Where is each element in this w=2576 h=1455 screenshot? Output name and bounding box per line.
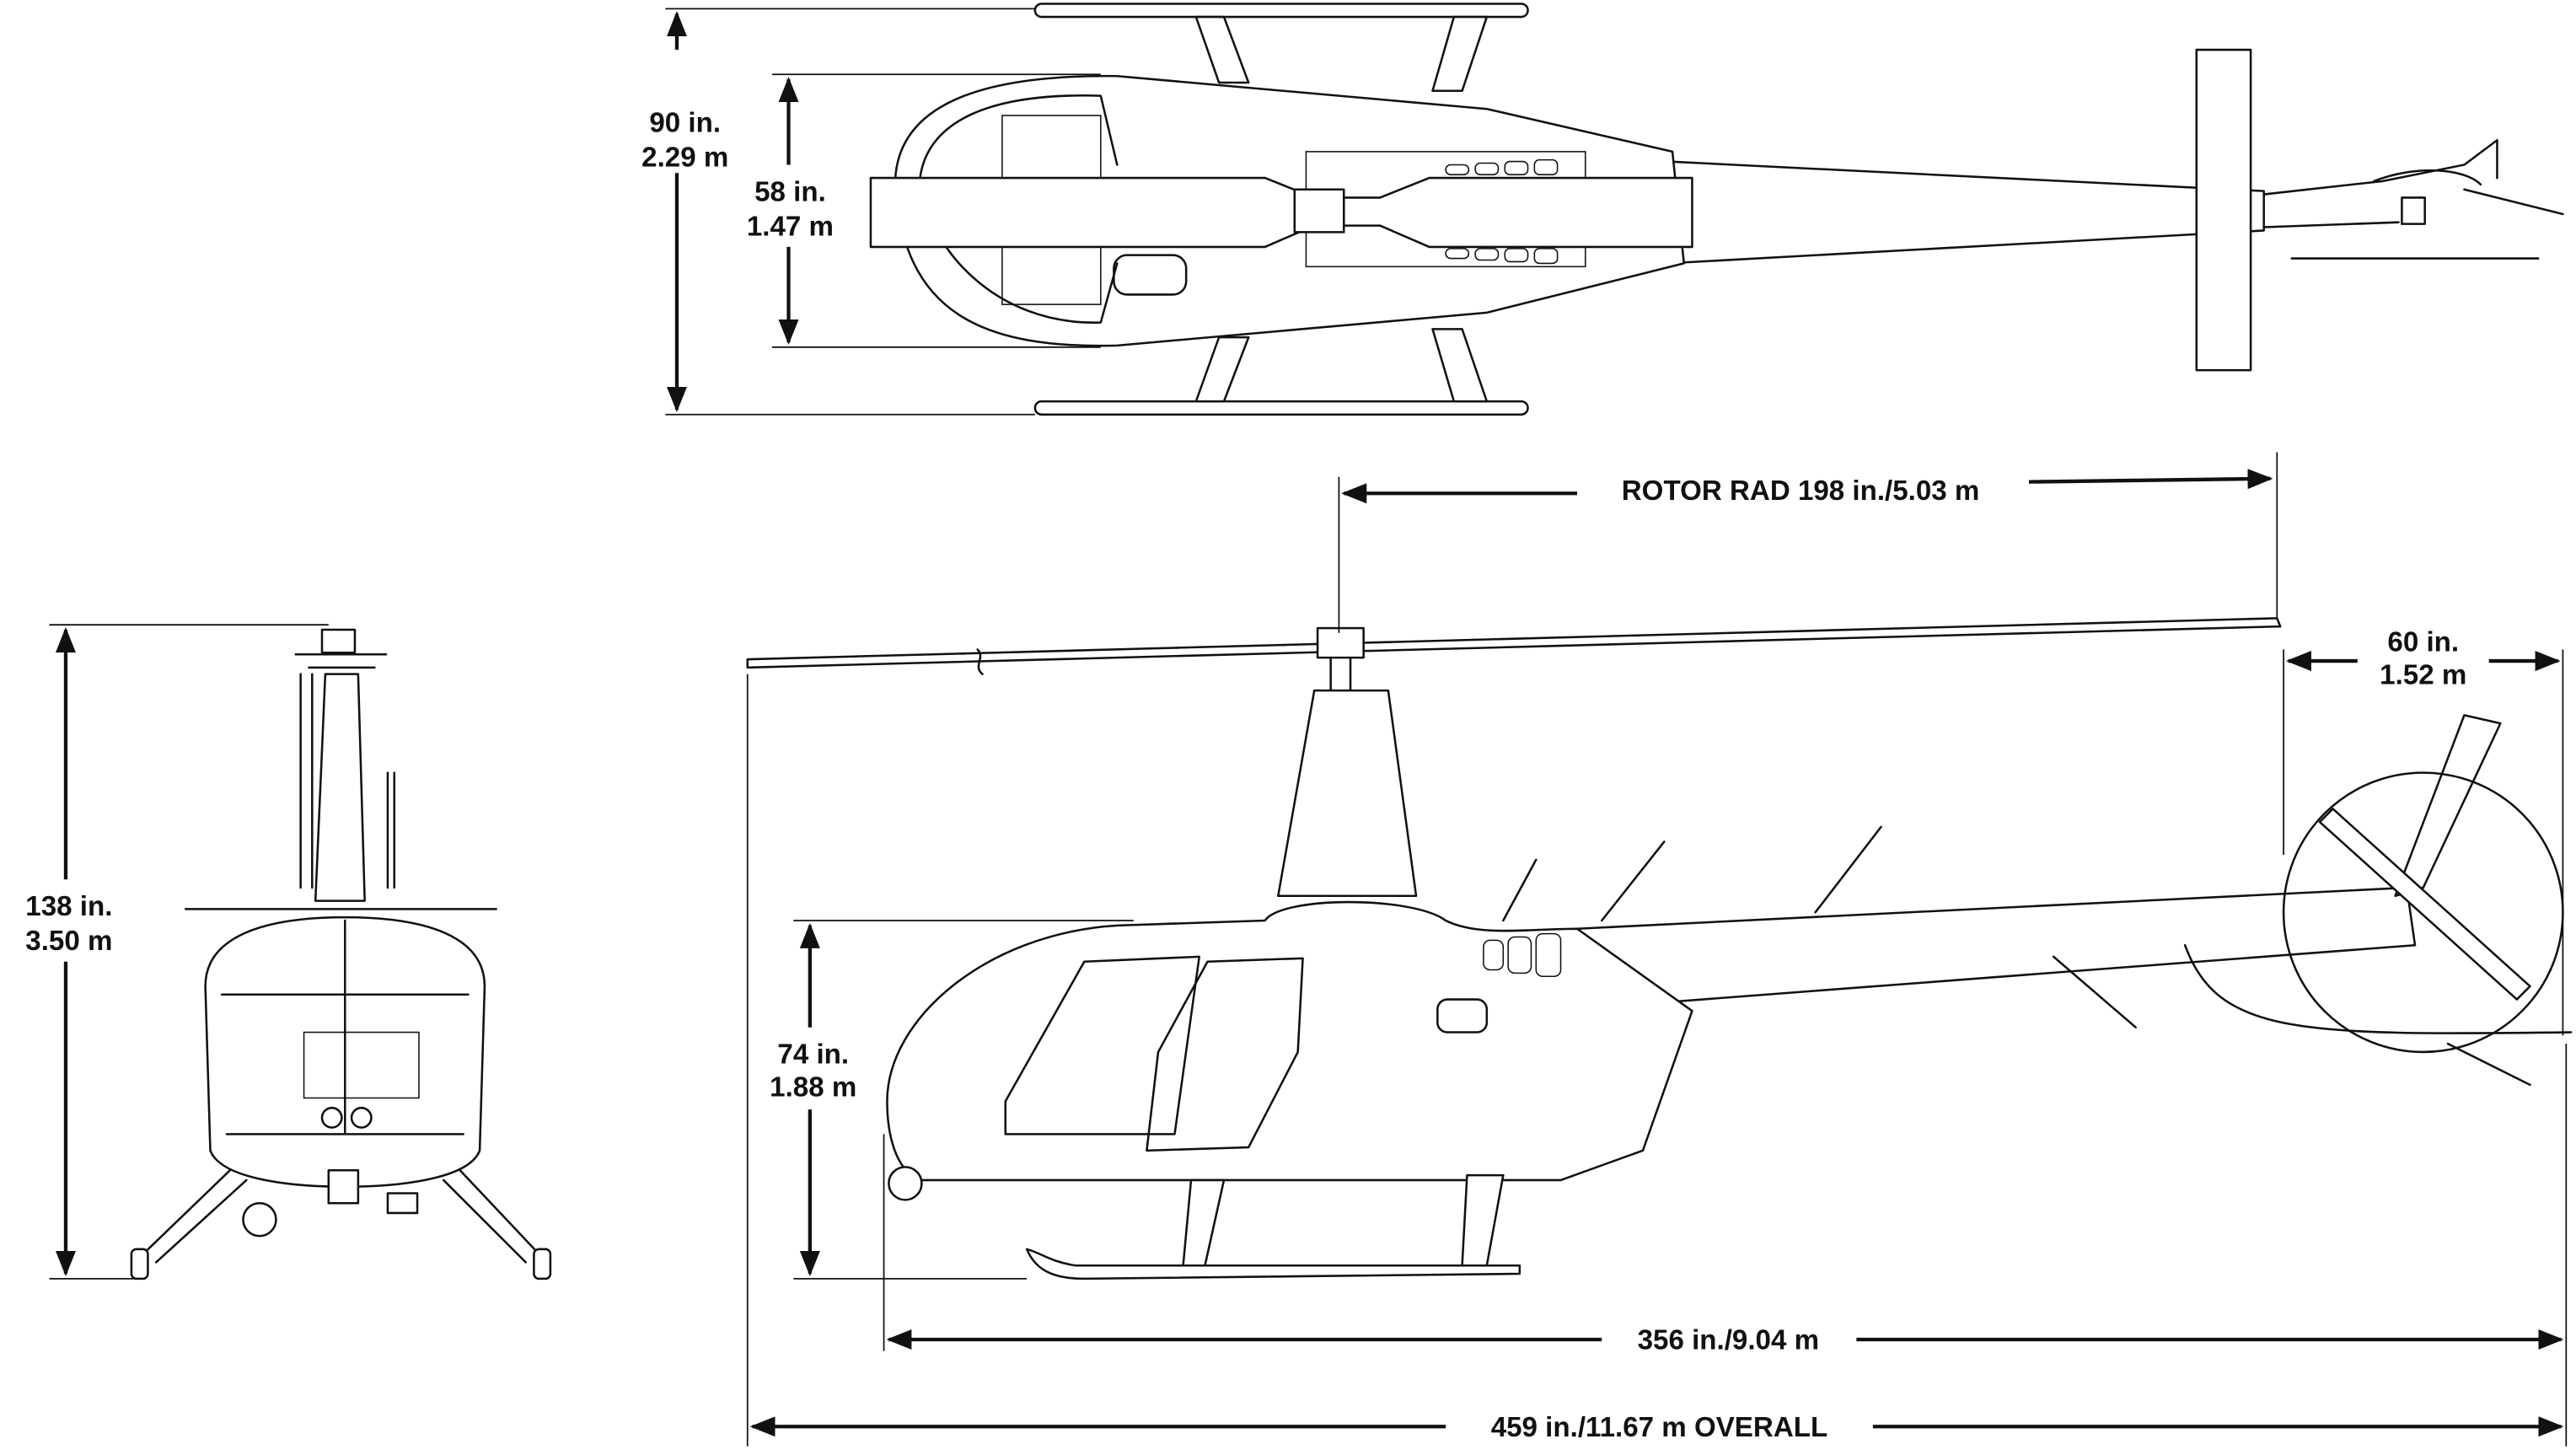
antennas-side (1502, 825, 1882, 922)
skid-struts-top-view (1194, 15, 1489, 403)
skid-bottom (1033, 400, 1529, 416)
front-view (130, 628, 552, 1281)
dim-label-356in: 356 in./9.04 m (1638, 1325, 1819, 1356)
side-window-top (1113, 254, 1188, 296)
dim-label-58in: 58 in. (754, 176, 826, 207)
vertical-fin (2394, 714, 2502, 898)
fin-and-tail-rotor-front (299, 673, 396, 889)
dimension-fuselage-length: 356 in./9.04 m (883, 1044, 2568, 1447)
dim-label-rotor-radius: ROTOR RAD 198 in./5.03 m (1622, 475, 1980, 507)
rotor-head-side (1316, 626, 1365, 659)
tail-rotor-assembly-top (2262, 138, 2564, 260)
front-door (1004, 955, 1201, 1136)
dimension-tail-rotor: 60 in. 1.52 m (2283, 626, 2564, 1036)
blade-break-mark (976, 648, 984, 675)
skid-struts-front (138, 1168, 544, 1264)
dim-label-90in: 90 in. (649, 107, 721, 138)
landing-light-left (320, 1106, 343, 1129)
dimension-top-width-skids: 90 in. 2.29 m (641, 8, 1035, 416)
top-view (869, 3, 2564, 416)
dim-label-2-29m: 2.29 m (641, 142, 728, 173)
dim-label-60in: 60 in. (2387, 626, 2459, 658)
camera-pod-side (888, 1166, 923, 1201)
fuselage-side (886, 900, 1693, 1182)
chin-sensor-front (327, 1168, 360, 1205)
dim-label-138in: 138 in. (25, 891, 112, 922)
dim-label-1-88m: 1.88 m (770, 1072, 856, 1103)
main-rotor-blade-top (869, 176, 1693, 249)
dimension-overall-length: 459 in./11.67 m OVERALL (746, 674, 2564, 1447)
rear-door (1146, 957, 1304, 1152)
dim-label-1-47m: 1.47 m (747, 211, 834, 242)
side-view (746, 617, 2573, 1281)
external-equipment-front (386, 1192, 419, 1215)
dimension-top-width-cabin: 58 in. 1.47 m (747, 73, 1101, 348)
dim-label-3-50m: 3.50 m (25, 926, 112, 957)
tail-boom-side (1575, 886, 2417, 1004)
tail-boom (1666, 160, 2265, 265)
dimension-overall-height: 138 in. 3.50 m (25, 624, 329, 1280)
camera-pod-front (242, 1201, 277, 1238)
skid-top (1033, 3, 1529, 19)
dimension-cabin-height: 74 in. 1.88 m (770, 920, 1134, 1280)
cooling-vents-top (1445, 158, 1559, 265)
skid-left-front (130, 1248, 149, 1281)
skid-struts (1181, 1173, 1505, 1270)
horizontal-stabilizer (2195, 48, 2252, 372)
instrument-console-front (303, 1031, 420, 1099)
rotor-blades-front (294, 653, 388, 669)
rotor-hub-top (1293, 188, 1345, 234)
skid-side (1025, 1248, 1521, 1281)
tail-guard-and-antennas (2052, 943, 2573, 1087)
main-rotor-blade-side (746, 617, 2282, 669)
rotor-head-front (320, 628, 357, 654)
skid-right-front (533, 1248, 552, 1281)
mast-front (314, 673, 366, 902)
dim-label-1-52m: 1.52 m (2380, 659, 2466, 690)
dim-label-459in-overall: 459 in./11.67 m OVERALL (1491, 1412, 1828, 1443)
dimension-rotor-radius: ROTOR RAD 198 in./5.03 m (1338, 452, 2278, 633)
tail-rotor-hub (2401, 196, 2426, 225)
cooling-vents-side (1483, 932, 1562, 978)
side-window-aft (1436, 998, 1489, 1034)
dim-label-74in: 74 in. (777, 1039, 849, 1071)
mast-fairing (1277, 689, 1418, 898)
mast-side (1329, 656, 1352, 692)
tail-rotor-blade (2318, 808, 2531, 1001)
landing-light-right (350, 1106, 373, 1129)
